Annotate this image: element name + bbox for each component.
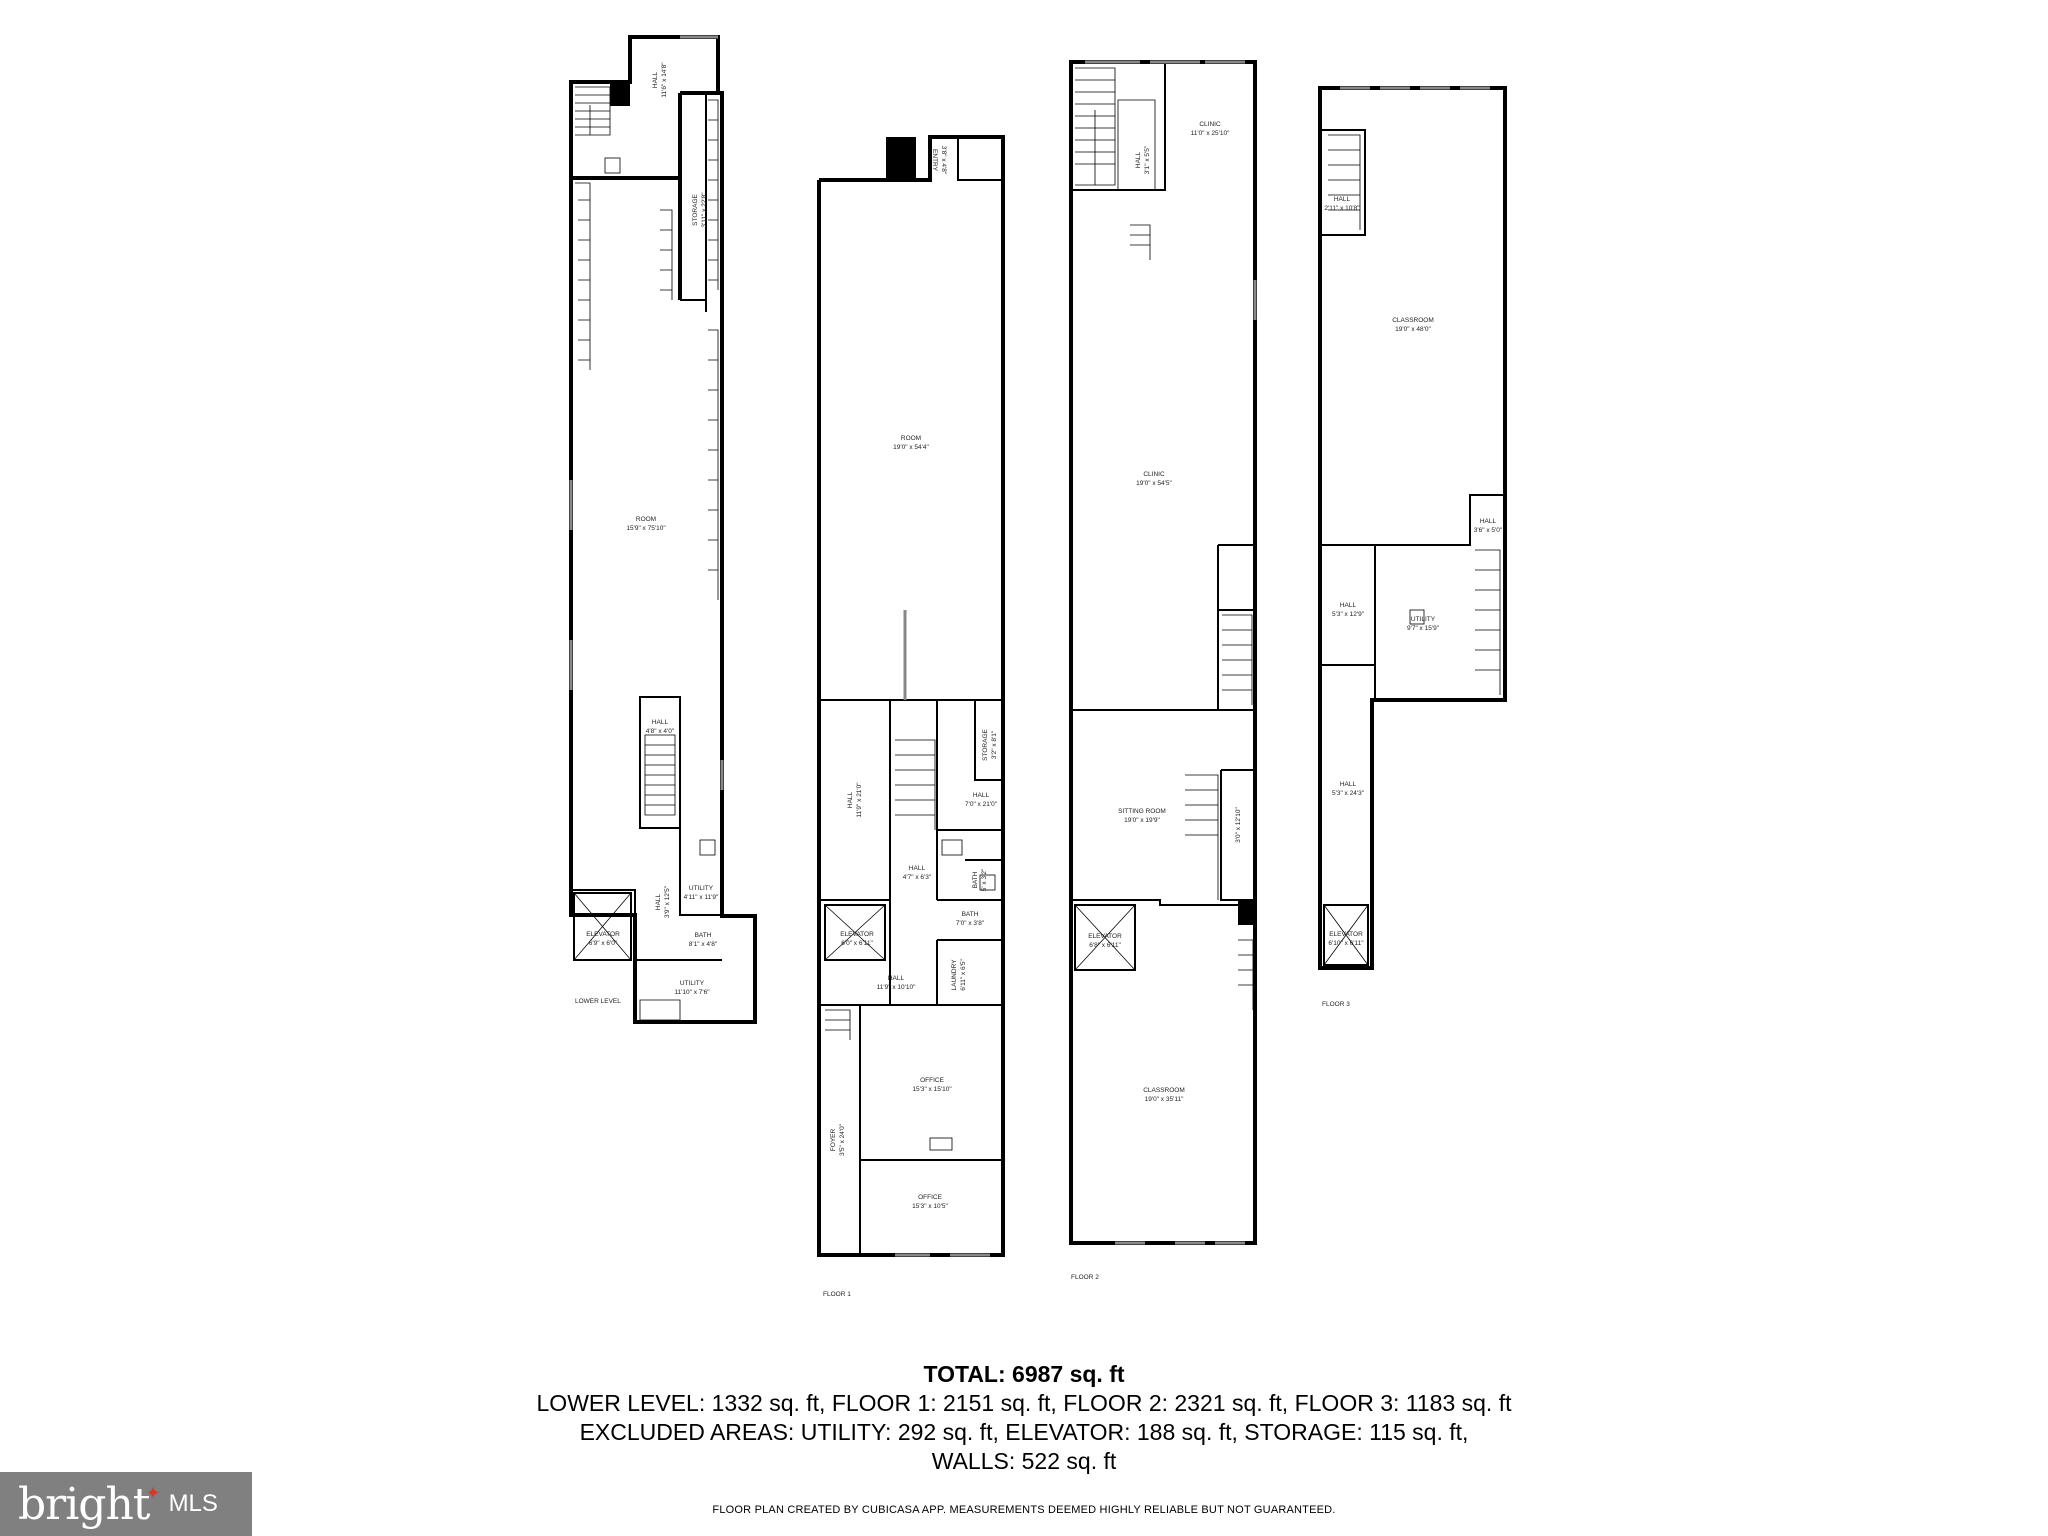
- floor-1-plan: [817, 135, 1005, 1257]
- room-dim: 8'1" x 4'8": [689, 941, 718, 948]
- room-name: CLINIC: [1143, 471, 1165, 478]
- room-dim: 4'11" x 11'9": [684, 894, 719, 901]
- room-name: HALL: [1135, 151, 1142, 168]
- room-name: HALL: [1340, 602, 1357, 609]
- room-name: HALL: [652, 71, 659, 88]
- room-name: HALL: [652, 719, 669, 726]
- room-dim: 6'11" x 6'5": [960, 959, 967, 991]
- room-name: OFFICE: [918, 1194, 942, 1201]
- room-name: HALL: [888, 975, 905, 982]
- floor-1-label: FLOOR 1: [823, 1291, 851, 1298]
- floor-2-plan: [1069, 60, 1257, 1245]
- room-name: BATH: [962, 911, 979, 918]
- room-dim: 4'7" x 6'3": [903, 874, 932, 881]
- room-dim: 5' x 3'2": [981, 868, 988, 891]
- room-dim: 11'10" x 7'6": [674, 989, 710, 996]
- room-dim: 7'0" x 3'8": [956, 920, 985, 927]
- room-dim: 15'9" x 75'10": [626, 525, 666, 532]
- logo-star-icon: ✦: [145, 1482, 161, 1503]
- floor-2-label: FLOOR 2: [1071, 1274, 1099, 1281]
- room-dim: 19'0" x 54'5": [1136, 480, 1172, 487]
- room-dim: 2'11" x 10'8": [1324, 205, 1360, 212]
- room-name: STORAGE: [692, 194, 699, 226]
- room-dim: 19'0" x 48'0": [1395, 326, 1431, 333]
- disclaimer-text: FLOOR PLAN CREATED BY CUBICASA APP. MEAS…: [712, 1504, 1336, 1516]
- room-dim: 15'3" x 10'5": [912, 1203, 948, 1210]
- floor-3-plan: [1318, 86, 1507, 970]
- room-name: ELEVATOR: [840, 931, 874, 938]
- total-area: TOTAL: 6987 sq. ft: [923, 1361, 1125, 1387]
- room-name: CLASSROOM: [1392, 317, 1434, 324]
- room-dim: 5'3" x 24'3": [1332, 790, 1365, 797]
- room-dim: 11'9" x 21'0": [856, 782, 863, 818]
- room-dim: 6'0" x 6'11": [841, 940, 873, 947]
- room-dim: 19'0" x 19'9": [1124, 817, 1160, 824]
- room-name: HALL: [973, 792, 990, 799]
- room-name: HALL: [1340, 781, 1357, 788]
- room-dim: 3'5" x 24'0": [839, 1123, 846, 1156]
- room-dim: 15'3" x 15'10": [912, 1086, 952, 1093]
- room-name: LAUNDRY: [951, 959, 958, 991]
- room-dim: 11'6" x 14'8": [661, 62, 668, 98]
- room-name: HALL: [909, 865, 926, 872]
- room-name: HALL: [1480, 518, 1497, 525]
- room-name: CLINIC: [1199, 121, 1221, 128]
- room-name: UTILITY: [1411, 616, 1436, 623]
- room-name: CLASSROOM: [1143, 1087, 1185, 1094]
- bright-mls-logo: bright ✦ MLS: [0, 1472, 252, 1536]
- room-dim: 6'9" x 6'0": [589, 940, 618, 947]
- room-dim: 3'9" x 12'5": [664, 885, 671, 918]
- room-name: BATH: [972, 871, 979, 888]
- room-dim: 6'8" x 6'11": [1089, 942, 1121, 949]
- room-name: HALL: [655, 893, 662, 910]
- room-dim: 3'11" x 22'8": [701, 192, 708, 228]
- room-name: FOYER: [830, 1129, 837, 1152]
- room-name: UTILITY: [689, 885, 714, 892]
- room-dim: 19'0" x 35'11": [1145, 1096, 1184, 1103]
- excluded-areas: EXCLUDED AREAS: UTILITY: 292 sq. ft, ELE…: [579, 1419, 1469, 1445]
- room-name: ROOM: [901, 435, 921, 442]
- room-name: HALL: [1334, 196, 1351, 203]
- room-dim: 6'10" x 6'11": [1328, 940, 1364, 947]
- room-name: ENTRY: [931, 149, 938, 172]
- area-summary: TOTAL: 6987 sq. ft LOWER LEVEL: 1332 sq.…: [0, 1360, 2048, 1476]
- room-name: SITTING ROOM: [1118, 808, 1166, 815]
- room-name: OFFICE: [920, 1077, 944, 1084]
- room-dim: 3'0" x 12'10": [1235, 806, 1242, 842]
- room-name: BATH: [695, 932, 712, 939]
- room-name: ELEVATOR: [1329, 931, 1363, 938]
- room-name: STORAGE: [982, 729, 989, 761]
- room-dim: 3'8" x 4'8": [940, 146, 947, 175]
- room-dim: 7'0" x 21'0": [965, 801, 998, 808]
- room-dim: 3'2" x 8'1": [991, 730, 998, 759]
- room-dim: 4'8" x 4'0": [646, 728, 675, 735]
- room-name: UTILITY: [680, 980, 705, 987]
- room-dim: 11'0" x 25'10": [1191, 130, 1230, 137]
- room-dim: 9'7" x 15'9": [1407, 625, 1440, 632]
- lower-level-label: LOWER LEVEL: [575, 998, 621, 1005]
- room-dim: 3'1" x 5'5": [1144, 145, 1151, 174]
- room-dim: 3'6" x 5'0": [1474, 527, 1503, 534]
- logo-brand: bright: [18, 1478, 150, 1530]
- floor-areas: LOWER LEVEL: 1332 sq. ft, FLOOR 1: 2151 …: [536, 1390, 1512, 1416]
- room-dim: 11'9" x 10'10": [877, 984, 916, 991]
- room-name: ELEVATOR: [586, 931, 620, 938]
- room-name: ROOM: [636, 516, 656, 523]
- room-dim: 19'0" x 54'4": [893, 444, 929, 451]
- logo-suffix: MLS: [168, 1490, 218, 1517]
- floor-3-label: FLOOR 3: [1322, 1001, 1350, 1008]
- room-dim: 5'3" x 12'9": [1332, 611, 1365, 618]
- lower-level-plan: [569, 35, 757, 1024]
- room-name: HALL: [847, 791, 854, 808]
- wall-area: WALLS: 522 sq. ft: [931, 1448, 1117, 1474]
- room-name: ELEVATOR: [1088, 933, 1122, 940]
